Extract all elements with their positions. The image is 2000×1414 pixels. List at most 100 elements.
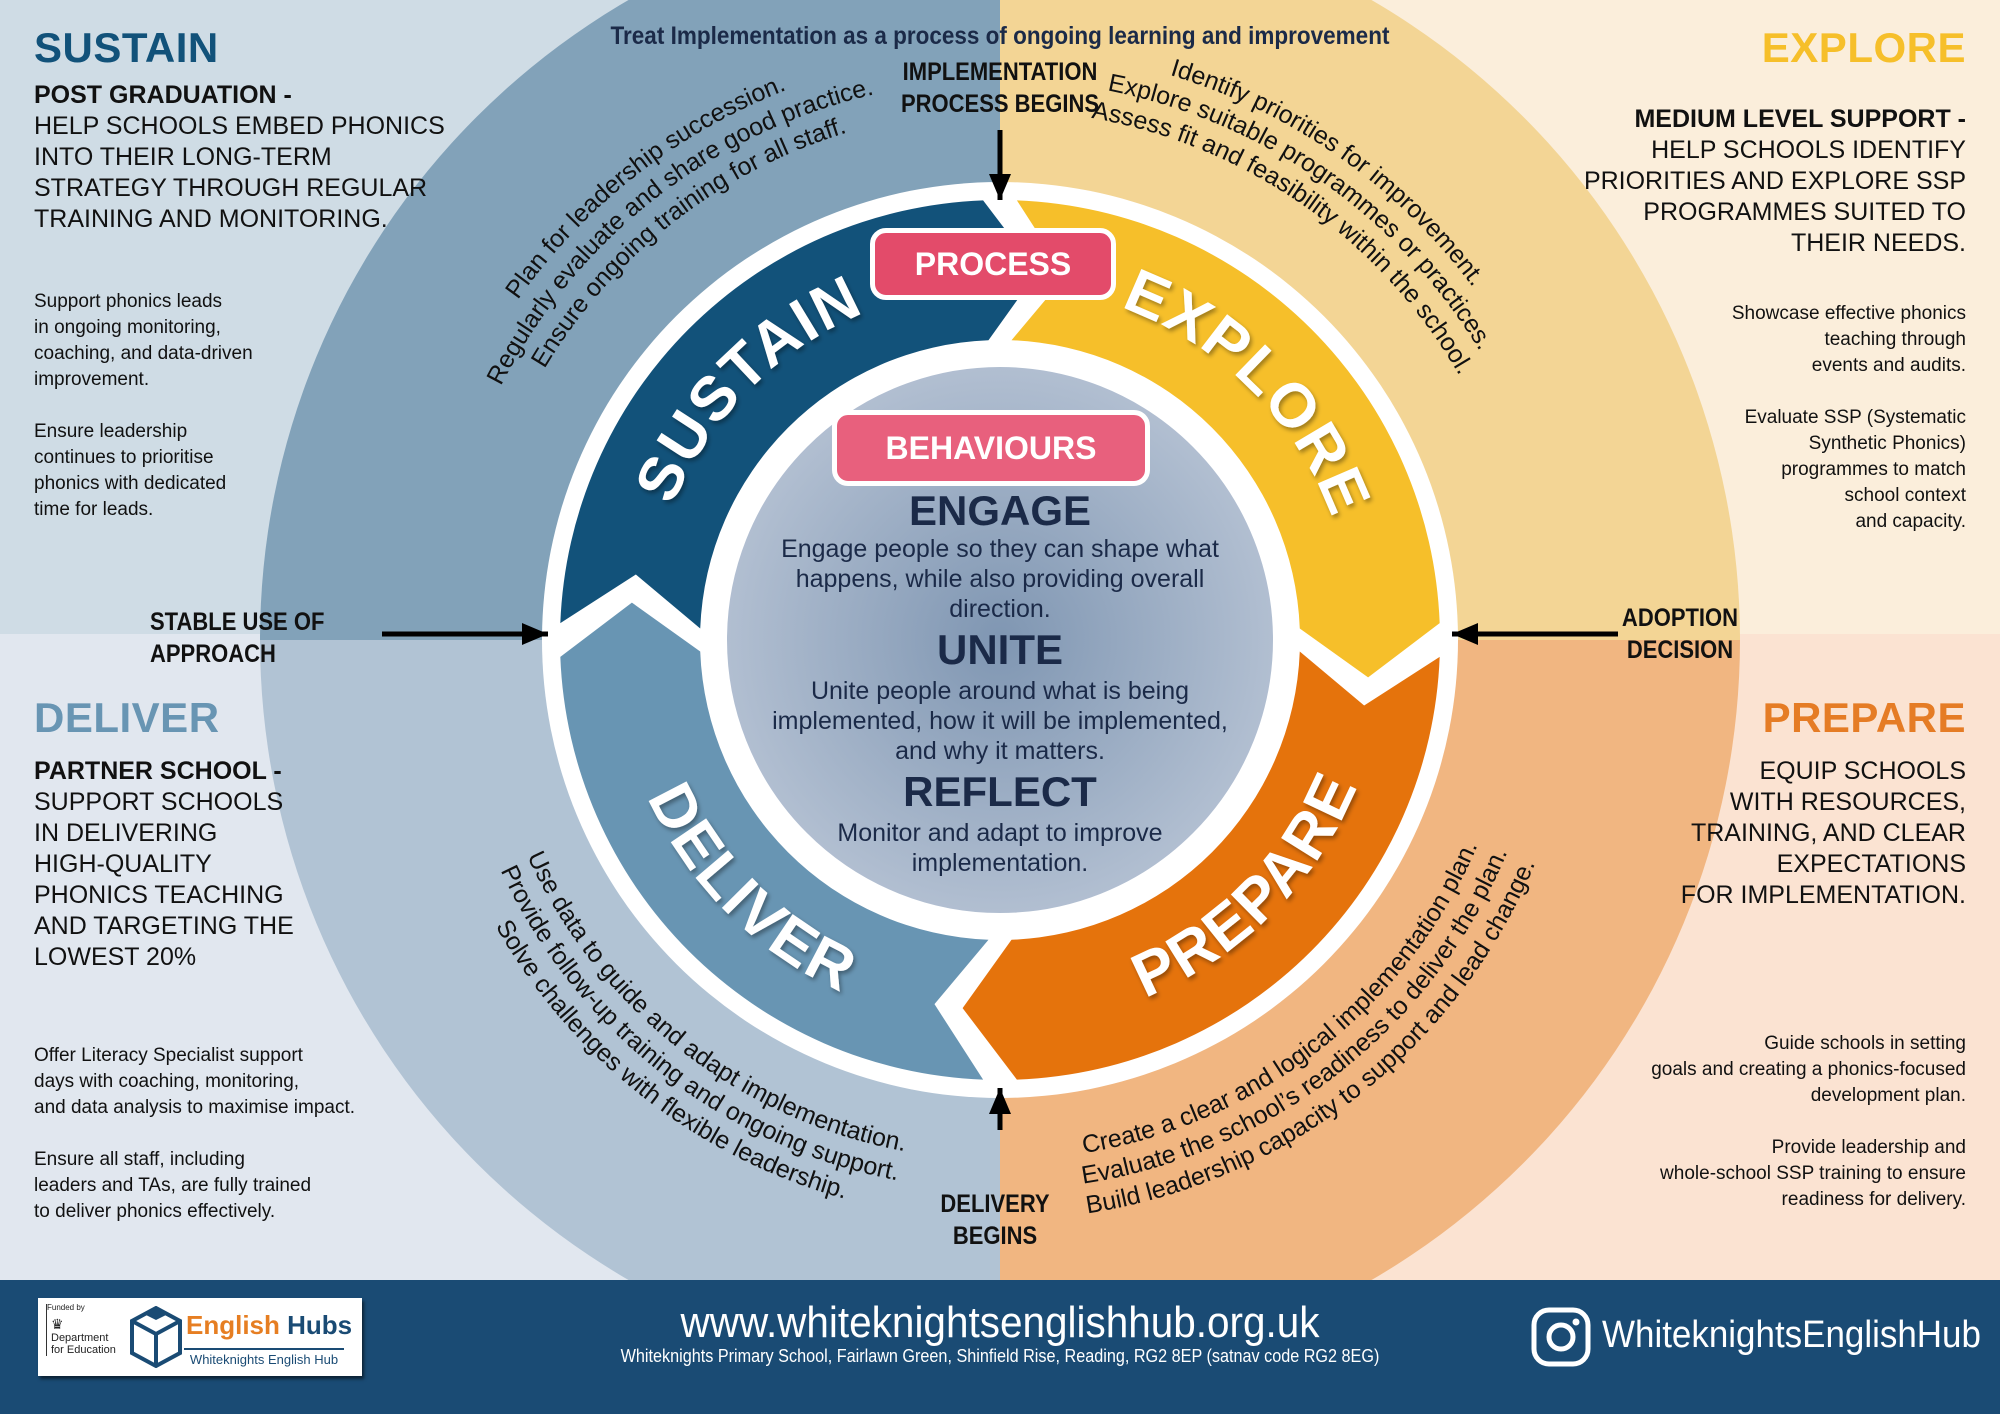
detail-line: Provide leadership and bbox=[1771, 1137, 1966, 1158]
dfe-line2: for Education bbox=[51, 1344, 116, 1356]
corner-deliver: DELIVER PARTNER SCHOOL - SUPPORT SCHOOLS… bbox=[34, 694, 454, 1225]
behaviour-title: REFLECT bbox=[903, 768, 1097, 815]
corner-details: Guide schools in setting goals and creat… bbox=[1506, 1031, 1966, 1213]
summary-line: FOR IMPLEMENTATION. bbox=[1680, 881, 1966, 909]
summary-line: INTO THEIR LONG-TERM bbox=[34, 143, 332, 171]
detail-line: programmes to match bbox=[1781, 459, 1966, 480]
detail-line: leaders and TAs, are fully trained bbox=[34, 1175, 312, 1196]
corner-heading: SUSTAIN bbox=[34, 24, 219, 71]
detail-line: Guide schools in setting bbox=[1764, 1033, 1966, 1054]
behaviour-desc: Unite people around what is being implem… bbox=[720, 676, 1280, 766]
milestone-right-line1: ADOPTION bbox=[1621, 604, 1739, 632]
corner-level: PARTNER SCHOOL - bbox=[34, 757, 282, 785]
behaviour-desc: Engage people so they can shape what hap… bbox=[720, 534, 1280, 624]
milestone-implementation-begins: IMPLEMENTATION PROCESS BEGINS bbox=[868, 56, 1132, 120]
behaviour-reflect: REFLECT Monitor and adapt to improve imp… bbox=[720, 766, 1280, 878]
social-handle[interactable]: WhiteknightsEnglishHub bbox=[1602, 1314, 1981, 1356]
detail-line: in ongoing monitoring, bbox=[34, 317, 221, 338]
website-link[interactable]: www.whiteknightsenglishhub.org.uk bbox=[680, 1298, 1320, 1347]
hub-cube-icon bbox=[130, 1306, 182, 1368]
behaviour-desc-line: Engage people so they can shape what bbox=[781, 535, 1219, 563]
detail-line: Synthetic Phonics) bbox=[1808, 433, 1966, 454]
summary-line: PHONICS TEACHING bbox=[34, 881, 284, 909]
milestone-right-line2: DECISION bbox=[1626, 636, 1734, 664]
behaviour-engage: ENGAGE Engage people so they can shape w… bbox=[720, 488, 1280, 624]
detail-line: to deliver phonics effectively. bbox=[34, 1201, 276, 1222]
dfe-logo: Funded by ♛ Department for Education bbox=[46, 1303, 131, 1356]
detail-line: development plan. bbox=[1810, 1085, 1966, 1106]
milestone-top-line2: PROCESS BEGINS bbox=[900, 90, 1100, 118]
hub-title-hubs: Hubs bbox=[287, 1310, 353, 1340]
milestone-delivery-begins: DELIVERY BEGINS bbox=[894, 1188, 1096, 1252]
arrow-left-icon bbox=[1452, 623, 1618, 645]
milestone-bottom-line1: DELIVERY bbox=[940, 1190, 1050, 1218]
behaviour-desc-line: Unite people around what is being bbox=[810, 677, 1190, 705]
corner-heading: EXPLORE bbox=[1761, 24, 1966, 71]
detail-line: coaching, and data-driven bbox=[34, 343, 253, 364]
process-badge: PROCESS bbox=[870, 228, 1116, 300]
summary-line: HELP SCHOOLS IDENTIFY bbox=[1651, 136, 1966, 164]
hub-title-english: English bbox=[186, 1310, 280, 1340]
behaviour-desc: Monitor and adapt to improve implementat… bbox=[720, 818, 1280, 878]
milestone-adoption-decision: ADOPTION DECISION bbox=[1610, 602, 1751, 666]
behaviour-desc-line: direction. bbox=[949, 595, 1051, 623]
summary-line: PROGRAMMES SUITED TO bbox=[1643, 198, 1966, 226]
summary-line: EQUIP SCHOOLS bbox=[1759, 757, 1966, 785]
behaviour-desc-line: and why it matters. bbox=[895, 737, 1105, 765]
hub-title: English Hubs bbox=[186, 1310, 352, 1341]
detail-line: Support phonics leads bbox=[34, 291, 223, 312]
implementation-cycle-diagram: Plan for leadership succession.Regularly… bbox=[260, 0, 1740, 1280]
behaviour-title: UNITE bbox=[937, 626, 1063, 673]
detail-line: Showcase effective phonics bbox=[1731, 303, 1966, 324]
detail-line: continues to prioritise bbox=[34, 447, 214, 468]
corner-details: Support phonics leads in ongoing monitor… bbox=[34, 289, 454, 523]
detail-line: teaching through bbox=[1824, 329, 1966, 350]
behaviours-badge: BEHAVIOURS bbox=[832, 410, 1150, 486]
summary-line: SUPPORT SCHOOLS bbox=[34, 788, 284, 816]
summary-line: TRAINING, AND CLEAR bbox=[1690, 819, 1966, 847]
corner-summary: MEDIUM LEVEL SUPPORT - HELP SCHOOLS IDEN… bbox=[1506, 104, 1966, 259]
corner-heading: PREPARE bbox=[1762, 694, 1966, 741]
corner-heading: DELIVER bbox=[34, 694, 220, 741]
funded-by-label: Funded by bbox=[47, 1303, 85, 1312]
behaviours-list: ENGAGE Engage people so they can shape w… bbox=[720, 488, 1280, 878]
summary-line: EXPECTATIONS bbox=[1776, 850, 1966, 878]
summary-line: HELP SCHOOLS EMBED PHONICS bbox=[34, 112, 445, 140]
corner-details: Offer Literacy Specialist support days w… bbox=[34, 1043, 454, 1225]
hub-subtitle: Whiteknights English Hub bbox=[184, 1348, 344, 1367]
detail-line: Offer Literacy Specialist support bbox=[34, 1045, 303, 1066]
summary-line: LOWEST 20% bbox=[34, 943, 197, 971]
corner-sustain: SUSTAIN POST GRADUATION - HELP SCHOOLS E… bbox=[34, 24, 454, 523]
crest-icon: ♛ bbox=[51, 1316, 64, 1332]
behaviour-desc-line: implemented, how it will be implemented, bbox=[772, 707, 1228, 735]
summary-line: THEIR NEEDS. bbox=[1790, 229, 1966, 257]
instagram-icon[interactable] bbox=[1530, 1306, 1592, 1368]
corner-level: MEDIUM LEVEL SUPPORT - bbox=[1634, 105, 1966, 133]
detail-line: and capacity. bbox=[1855, 511, 1966, 532]
detail-line: time for leads. bbox=[34, 499, 154, 520]
summary-line: PRIORITIES AND EXPLORE SSP bbox=[1583, 167, 1966, 195]
arrow-right-icon bbox=[382, 623, 548, 645]
detail-line: Ensure all staff, including bbox=[34, 1149, 245, 1170]
detail-line: and data analysis to maximise impact. bbox=[34, 1097, 356, 1118]
behaviour-title: ENGAGE bbox=[908, 487, 1092, 534]
ring-segment-explore bbox=[1011, 200, 1440, 678]
detail-line: school context bbox=[1844, 485, 1966, 506]
corner-details: Showcase effective phonics teaching thro… bbox=[1506, 301, 1966, 535]
diagram-title: Treat Implementation as a process of ong… bbox=[610, 22, 1390, 50]
detail-line: readiness for delivery. bbox=[1781, 1189, 1966, 1210]
detail-line: whole-school SSP training to ensure bbox=[1660, 1163, 1966, 1184]
arrow-up-icon bbox=[989, 1088, 1011, 1130]
corner-summary: POST GRADUATION - HELP SCHOOLS EMBED PHO… bbox=[34, 80, 454, 235]
dfe-line1: Department bbox=[51, 1332, 109, 1344]
detail-line: goals and creating a phonics-focused bbox=[1651, 1059, 1966, 1080]
summary-line: HIGH-QUALITY bbox=[34, 850, 212, 878]
ring-segment-sustain bbox=[560, 200, 1038, 629]
detail-line: improvement. bbox=[34, 369, 150, 390]
corner-summary: PARTNER SCHOOL - SUPPORT SCHOOLS IN DELI… bbox=[34, 756, 454, 973]
detail-line: Ensure leadership bbox=[34, 421, 188, 442]
milestone-stable-use: STABLE USE OF APPROACH bbox=[150, 606, 344, 670]
behaviours-center bbox=[709, 349, 1291, 931]
corner-prepare: PREPARE EQUIP SCHOOLS WITH RESOURCES, TR… bbox=[1506, 694, 1966, 1213]
behaviour-desc-line: implementation. bbox=[911, 849, 1089, 877]
